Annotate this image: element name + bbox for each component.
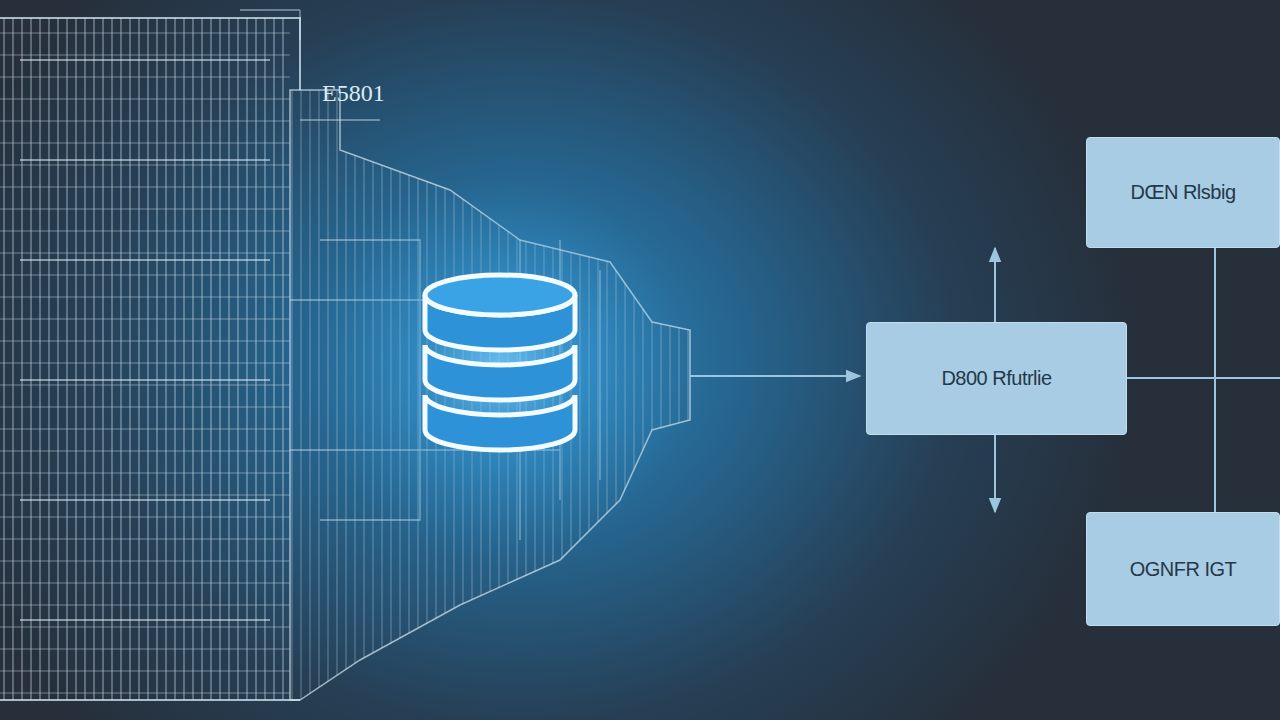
bus-line <box>1127 377 1280 379</box>
wireframe <box>0 10 690 700</box>
box-label: OGNFR IGT <box>1130 558 1237 581</box>
process-box: D800 Rfutrlie <box>866 322 1127 435</box>
part-label: E5801 <box>322 80 385 107</box>
connector <box>1214 248 1216 512</box>
database-disc <box>425 345 575 400</box>
box-label: DŒN Rlsbig <box>1130 181 1235 204</box>
data-arrow <box>690 375 860 377</box>
engine-outline <box>0 18 300 700</box>
database-disc <box>425 395 575 450</box>
database-icon <box>425 275 575 450</box>
process-box: DŒN Rlsbig <box>1086 137 1280 248</box>
wireframe-grid <box>0 18 290 700</box>
database-top <box>425 275 575 315</box>
glow <box>310 178 690 558</box>
engine-outline <box>290 90 690 700</box>
connector <box>994 435 996 512</box>
engine-detail <box>20 60 270 620</box>
process-box: OGNFR IGT <box>1086 512 1280 626</box>
box-label: D800 Rfutrlie <box>941 367 1051 390</box>
wireframe-grid <box>0 18 290 700</box>
connector <box>994 248 996 322</box>
